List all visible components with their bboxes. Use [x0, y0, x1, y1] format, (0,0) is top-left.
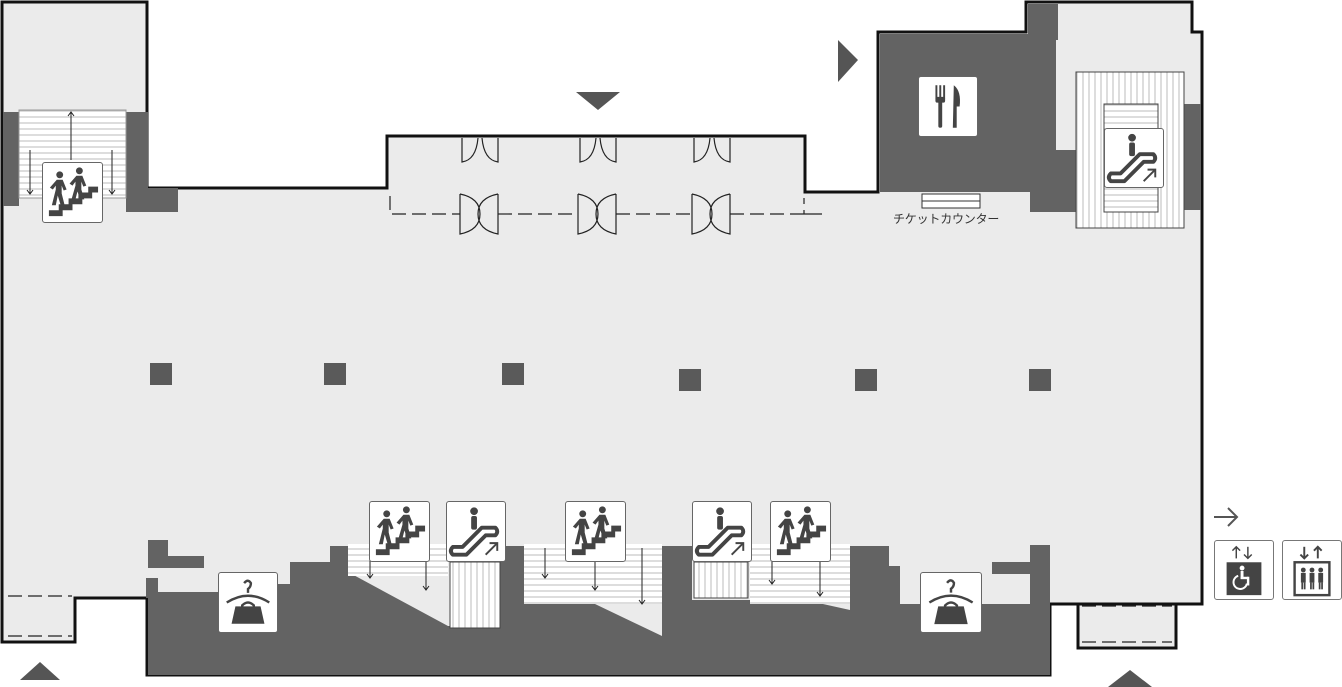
pillars: [150, 363, 1051, 391]
pillar: [1029, 369, 1051, 391]
stairs-icon: [42, 162, 103, 223]
cloakroom-icon: [920, 572, 982, 633]
stairs-icon: [369, 501, 430, 562]
cloakroom-icon: [218, 572, 278, 633]
stair-hatching: [18, 71, 1185, 629]
entrance-arrow-bottom-right: [1108, 670, 1152, 687]
doors: [8, 137, 1172, 643]
entrance-arrow-top: [576, 92, 620, 110]
escalator-icon: [692, 501, 752, 562]
pillar: [855, 369, 877, 391]
pillar: [502, 363, 524, 385]
entrance-markers: [20, 40, 1152, 687]
pillar: [324, 363, 346, 385]
stairs-icon: [565, 501, 626, 562]
elevator-icon: [1282, 540, 1342, 600]
ticket-counter-label: チケットカウンター: [893, 212, 1000, 226]
pillar: [150, 363, 172, 385]
restaurant-icon: [918, 76, 978, 137]
accessible-elevator-icon: [1214, 540, 1274, 600]
escalator-icon: [1104, 128, 1164, 188]
back-areas: [3, 4, 1201, 675]
arrow-right-icon: [1214, 507, 1239, 527]
entrance-arrow-upper: [838, 40, 858, 82]
escalator-icon: [446, 501, 506, 562]
stairs-icon: [770, 501, 831, 562]
entrance-arrow-bottom-left: [20, 662, 60, 680]
pillar: [679, 369, 701, 391]
